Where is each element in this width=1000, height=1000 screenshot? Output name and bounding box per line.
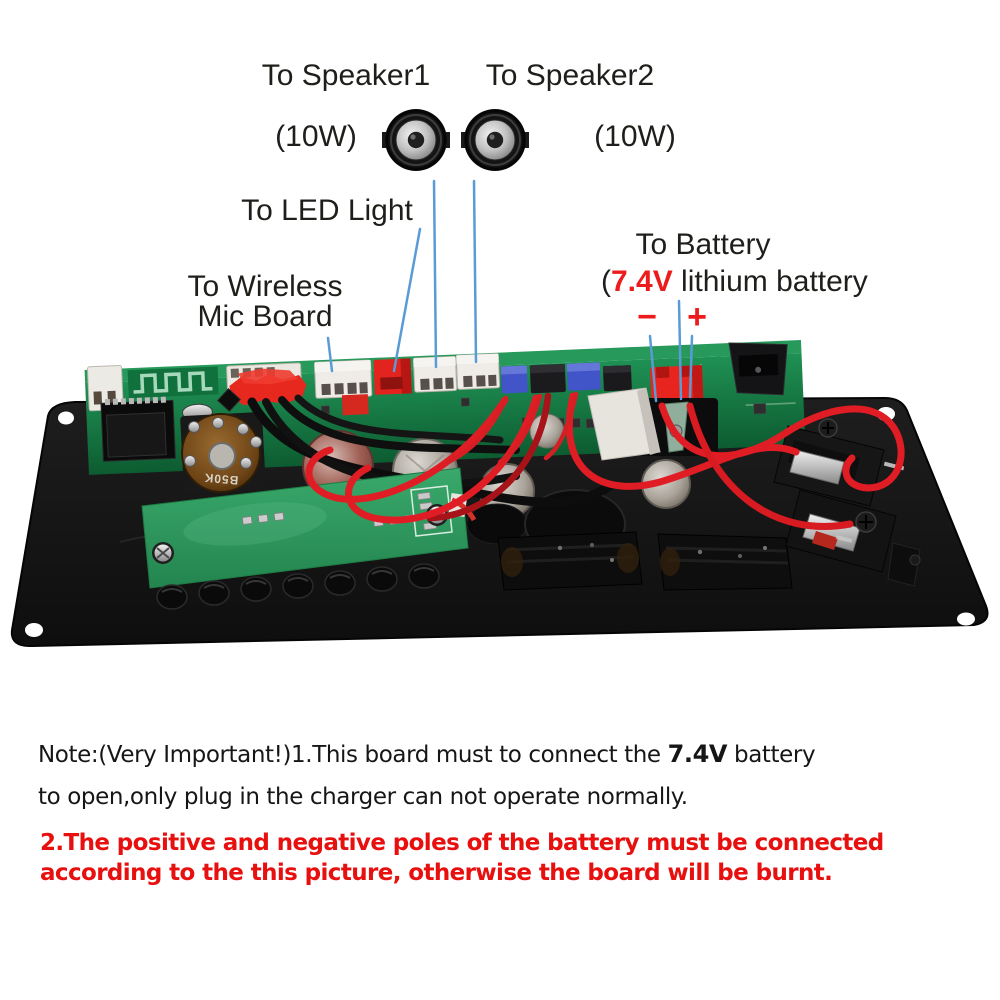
volume-potentiometer: B50K bbox=[180, 412, 266, 494]
led-light-label: To LED Light bbox=[241, 194, 413, 227]
battery-detail-label: (7.4V lithium battery bbox=[601, 265, 868, 299]
note-line1-voltage: 7.4V bbox=[667, 740, 728, 768]
wireless-mic-line2: Mic Board bbox=[197, 300, 333, 333]
warning-line2: according to the this picture, otherwise… bbox=[40, 860, 833, 886]
potentiometer-label: B50K bbox=[203, 471, 239, 488]
leader-line bbox=[326, 336, 334, 373]
leader-line bbox=[472, 179, 478, 364]
taped-connector bbox=[226, 362, 307, 406]
note-line1-suffix: battery bbox=[727, 742, 816, 768]
output-connector-blue bbox=[566, 362, 601, 391]
power-jack bbox=[728, 342, 788, 396]
speaker1-label: To Speaker1 bbox=[261, 59, 431, 92]
inductor bbox=[216, 387, 241, 412]
leader-line bbox=[392, 227, 422, 373]
leader-line bbox=[648, 334, 658, 403]
battery-voltage: 7.4V bbox=[611, 265, 673, 298]
speaker-icon bbox=[461, 109, 529, 171]
plus-label: + bbox=[687, 298, 707, 336]
note-line1: Note:(Very Important!)1.This board must … bbox=[38, 740, 816, 768]
watt-left-label: (10W) bbox=[275, 120, 357, 153]
transformer bbox=[657, 533, 793, 591]
speaker2-connector bbox=[455, 353, 501, 390]
warning-line1: 2.The positive and negative poles of the… bbox=[40, 830, 884, 856]
leader-lines bbox=[326, 179, 694, 403]
output-connector-blue bbox=[500, 365, 528, 394]
minus-label: − bbox=[637, 298, 657, 336]
wireless-mic-line1: To Wireless bbox=[187, 270, 343, 303]
note-line2: to open,only plug in the charger can not… bbox=[38, 784, 688, 810]
wireless-mic-label: To Wireless Mic Board bbox=[187, 272, 342, 332]
battery-tail: lithium battery bbox=[672, 265, 868, 298]
watt-right-label: (10W) bbox=[594, 120, 676, 153]
leader-line bbox=[432, 179, 438, 369]
terminal-clip bbox=[789, 449, 845, 485]
screw-hole bbox=[58, 411, 74, 425]
display-board bbox=[141, 467, 477, 589]
led-light-connector bbox=[373, 358, 412, 395]
antenna-trace bbox=[127, 366, 219, 399]
output-connector-black bbox=[602, 365, 632, 392]
button-row bbox=[156, 563, 440, 610]
display-screw bbox=[152, 542, 174, 564]
screw-hole bbox=[25, 623, 43, 637]
speaker-terminal bbox=[773, 418, 921, 587]
transformer bbox=[497, 531, 643, 591]
jack-plug bbox=[887, 542, 921, 587]
board-photo: B50K bbox=[10, 109, 989, 648]
battery-open-paren: ( bbox=[601, 265, 611, 298]
speaker2-label: To Speaker2 bbox=[485, 59, 655, 92]
speaker1-connector bbox=[412, 356, 458, 393]
tf-card-slot bbox=[100, 396, 176, 462]
wireless-mic-connector bbox=[314, 359, 373, 399]
leader-line bbox=[688, 334, 694, 399]
note-line1-prefix: Note:(Very Important!)1.This board must … bbox=[38, 742, 668, 768]
red-wires bbox=[305, 391, 905, 530]
screw-hole bbox=[957, 612, 975, 626]
red-jumper bbox=[341, 394, 369, 416]
relay-white bbox=[587, 387, 661, 461]
speaker-icon bbox=[382, 109, 450, 171]
leader-line bbox=[677, 299, 683, 401]
output-connector-black bbox=[529, 363, 566, 394]
battery-title-label: To Battery bbox=[635, 228, 771, 261]
